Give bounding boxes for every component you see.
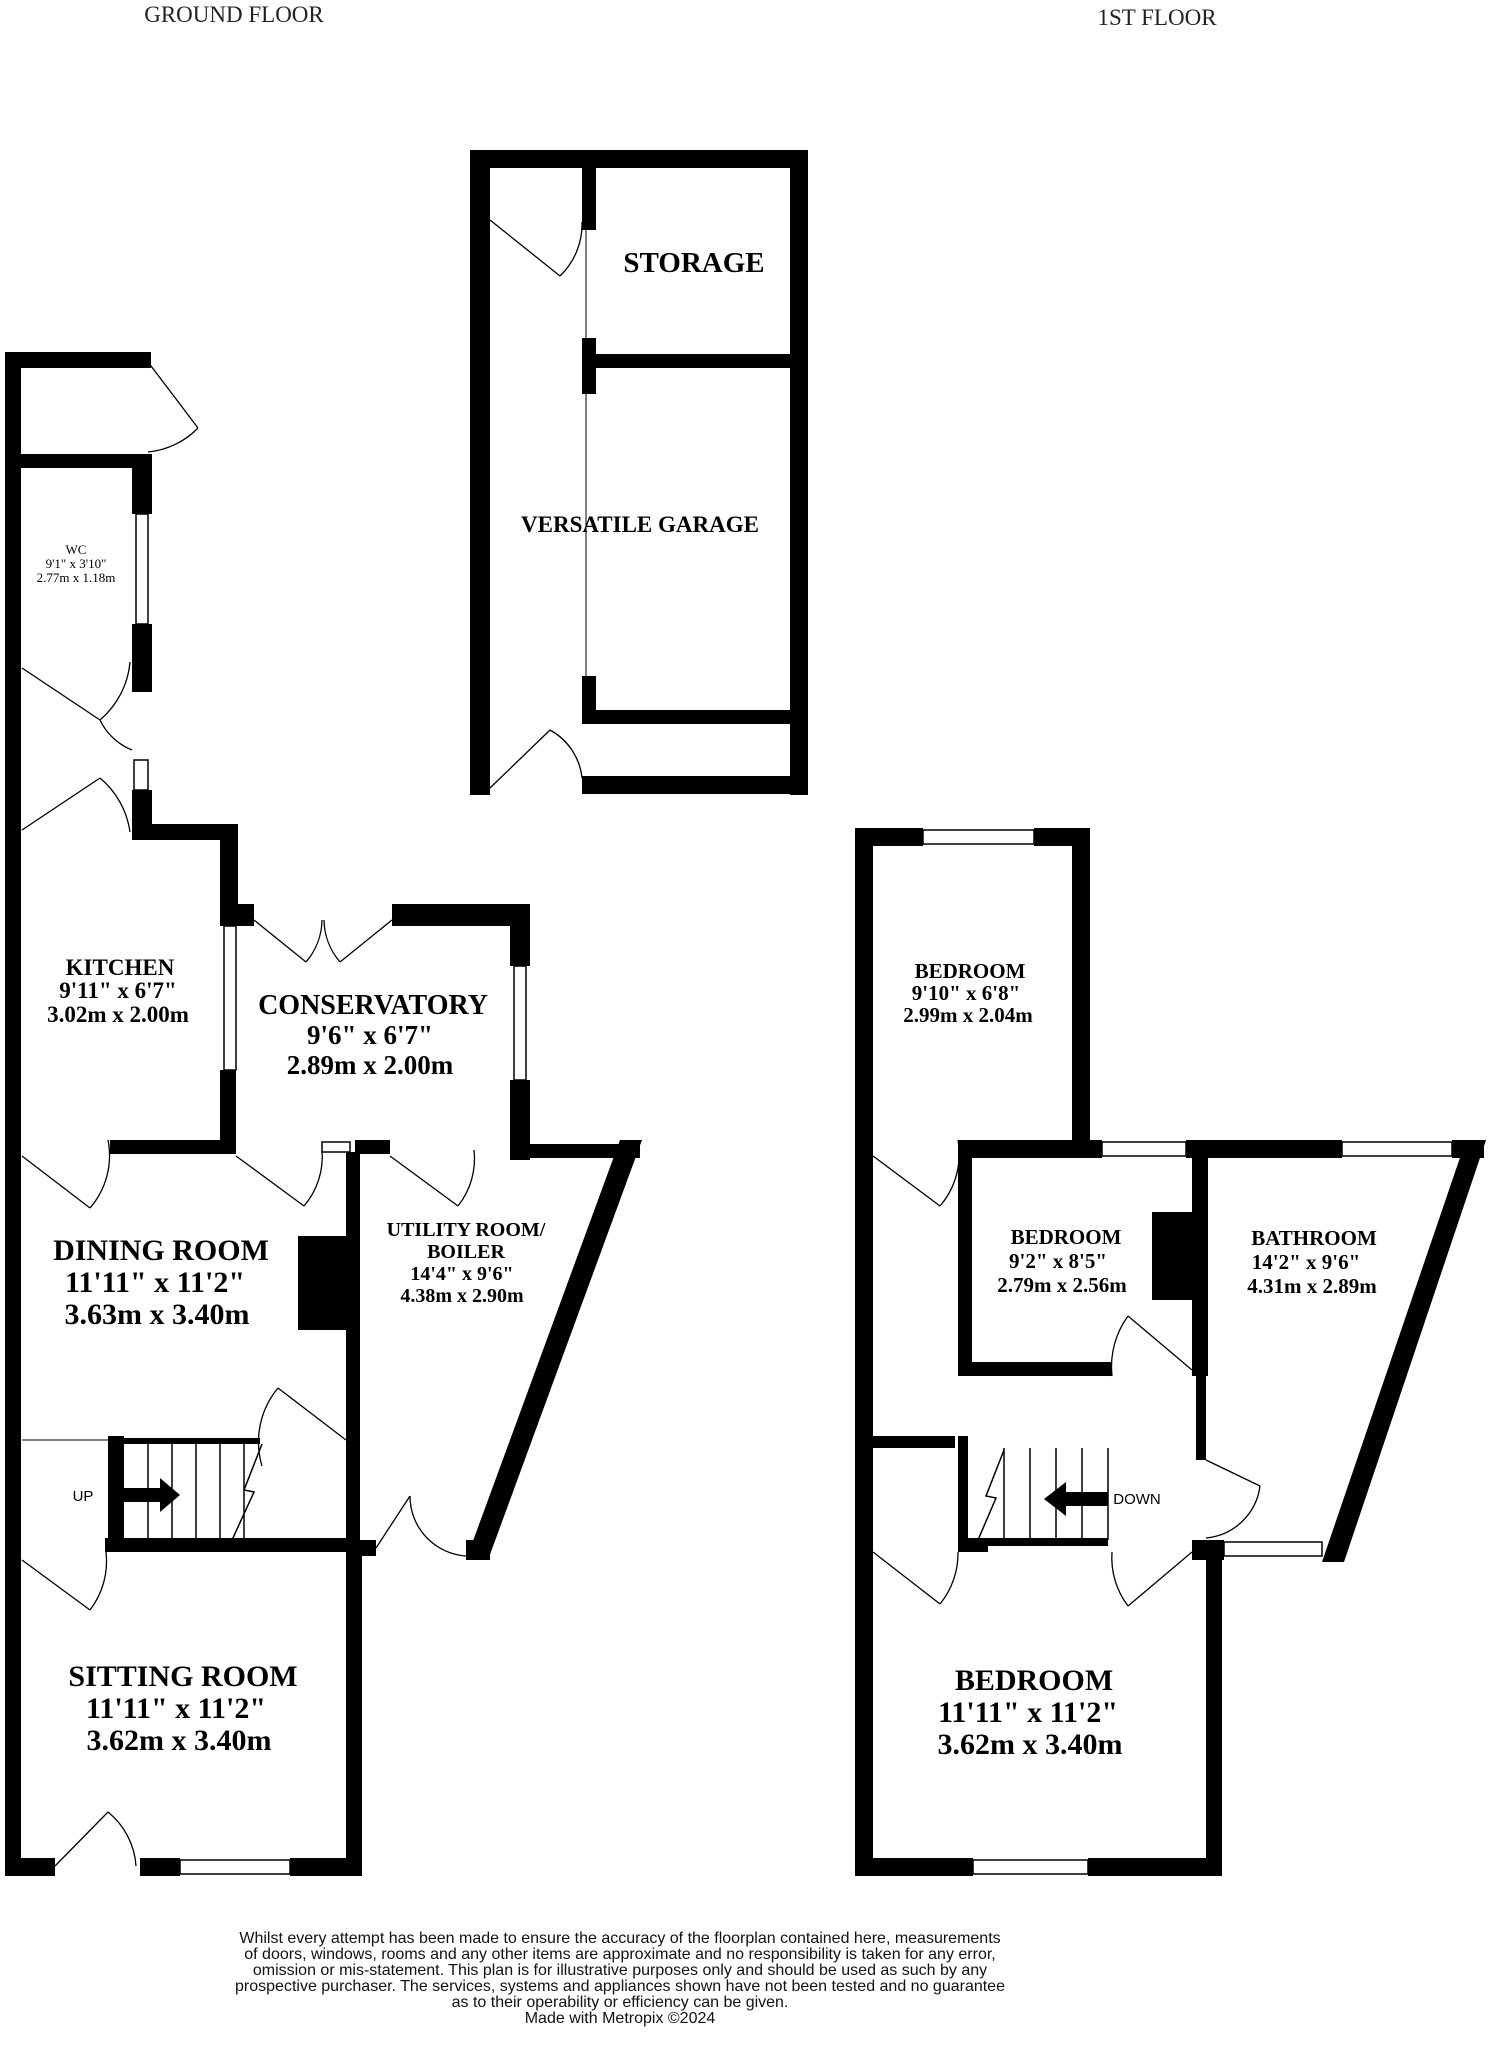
bedroom-front-metric: 3.62m x 3.40m [938,1728,1123,1761]
sitting-room-imperial: 11'11" x 11'2" [86,1692,266,1725]
disclaimer-line: omission or mis-statement. This plan is … [252,1962,988,1979]
first-floor-walls [855,828,1486,1876]
utility-room-imperial: 14'4" x 9'6" [410,1263,513,1285]
wc-room-metric: 2.77m x 1.18m [37,570,116,585]
garage-block-doors [489,219,587,789]
first-floor-stairs [958,1448,1109,1546]
bathroom-name: BATHROOM [1251,1226,1377,1250]
garage-room-name: VERSATILE GARAGE [521,512,759,537]
disclaimer-line: Whilst every attempt has been made to en… [239,1930,1001,1947]
stairs-down-arrow-icon [1044,1482,1108,1516]
first-floor-windows [922,829,1453,1875]
metropix-credit: Made with Metropix ©2024 [524,2010,716,2027]
conservatory-room-name: CONSERVATORY [258,990,488,1021]
bedroom-rear-name: BEDROOM [915,959,1026,983]
dining-room-metric: 3.63m x 3.40m [65,1298,250,1331]
sitting-room-name: SITTING ROOM [68,1660,297,1693]
first-floor-label: 1ST FLOOR [1097,5,1217,30]
dining-room-name: DINING ROOM [53,1234,269,1267]
storage-room-name: STORAGE [623,247,764,279]
stairs-up-label: UP [73,1488,94,1505]
bathroom-metric: 4.31m x 2.89m [1247,1274,1377,1298]
bedroom-middle-imperial: 9'2" x 8'5" [1009,1249,1107,1273]
wc-room-name: WC [66,542,87,557]
ground-floor-stairs [108,1436,263,1546]
bedroom-rear-metric: 2.99m x 2.04m [903,1003,1033,1027]
disclaimer-line: as to their operability or efficiency ca… [451,1994,789,2011]
bedroom-rear-imperial: 9'10" x 6'8" [912,981,1021,1005]
bedroom-middle-metric: 2.79m x 2.56m [997,1273,1127,1297]
ground-floor-walls [5,352,642,1876]
utility-room-name-line1: UTILITY ROOM/ [387,1219,546,1241]
bedroom-middle-name: BEDROOM [1011,1225,1122,1249]
disclaimer-line: prospective purchaser. The services, sys… [235,1978,1005,1995]
stairs-down-label: DOWN [1113,1491,1161,1508]
utility-room-metric: 4.38m x 2.90m [400,1285,524,1307]
wc-room-imperial: 9'1" x 3'10" [46,556,107,571]
dining-room-imperial: 11'11" x 11'2" [65,1266,245,1299]
ground-floor-label: GROUND FLOOR [144,2,324,27]
bathroom-imperial: 14'2" x 9'6" [1252,1250,1361,1274]
sitting-room-metric: 3.62m x 3.40m [87,1724,272,1757]
ground-floor-room-labels: STORAGE VERSATILE GARAGE WC 9'1" x 3'10"… [37,247,765,1757]
garage-block-walls [470,150,808,795]
kitchen-room-imperial: 9'11" x 6'7" [59,978,177,1003]
first-floor-room-labels: BEDROOM 9'10" x 6'8" 2.99m x 2.04m BEDRO… [903,959,1377,1761]
disclaimer: Whilst every attempt has been made to en… [190,1931,1050,2027]
kitchen-room-metric: 3.02m x 2.00m [47,1002,189,1027]
stairs-up-arrow-icon [118,1478,180,1512]
first-floor-doors [872,1139,1261,1607]
ground-floor-windows [133,513,527,1875]
utility-room-name-line2: BOILER [427,1241,505,1263]
bedroom-front-imperial: 11'11" x 11'2" [938,1696,1118,1729]
conservatory-room-imperial: 9'6" x 6'7" [307,1020,433,1050]
floor-labels: GROUND FLOOR 1ST FLOOR [144,2,1217,30]
kitchen-room-name: KITCHEN [66,955,175,980]
ground-floor-doors [21,361,476,1867]
disclaimer-line: of doors, windows, rooms and any other i… [244,1946,996,1963]
conservatory-room-metric: 2.89m x 2.00m [287,1050,454,1080]
bedroom-front-name: BEDROOM [955,1664,1113,1697]
